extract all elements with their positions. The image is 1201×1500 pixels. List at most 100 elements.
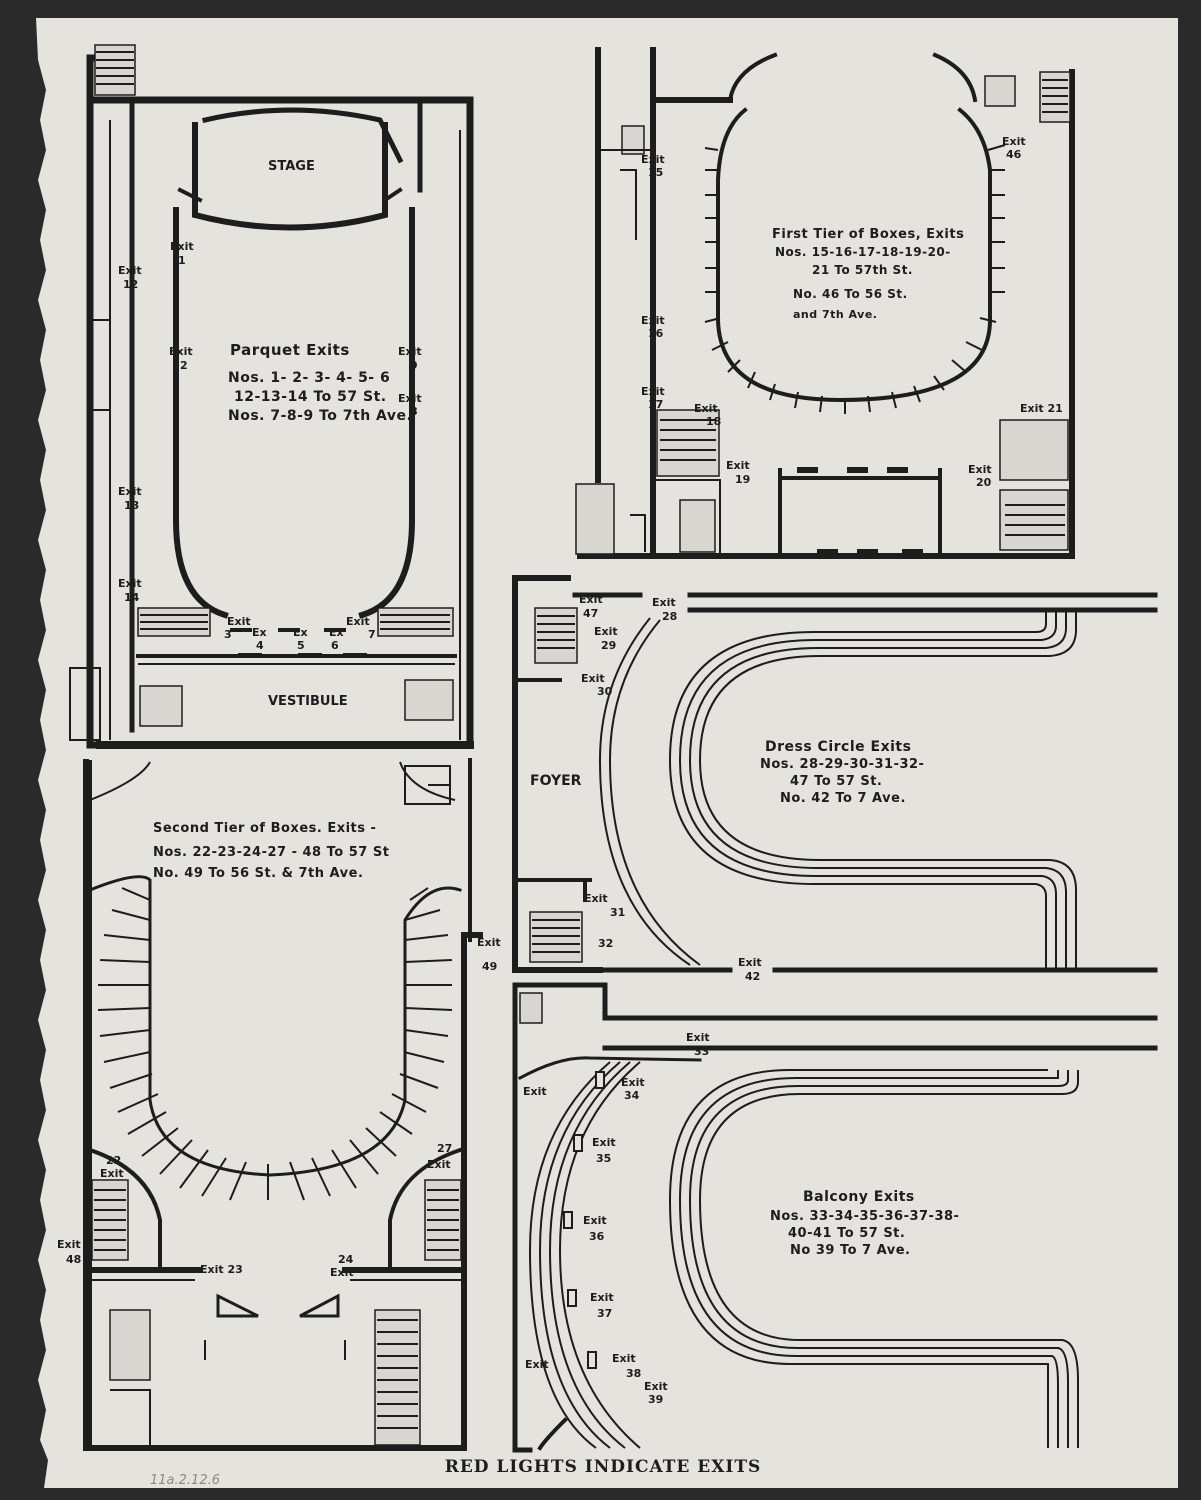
exit-lights-notice: RED LIGHTS INDICATE EXITS <box>445 1457 762 1477</box>
svg-text:Exit: Exit <box>346 615 370 628</box>
svg-text:Exit: Exit <box>398 345 422 358</box>
balcony-rows <box>528 1061 1079 1449</box>
stairs-top-left <box>94 44 136 96</box>
svg-text:24: 24 <box>338 1253 354 1266</box>
exit-6: Ex6 <box>329 626 344 652</box>
svg-text:29: 29 <box>601 639 616 652</box>
balcony-plan: Balcony Exits Nos. 33-34-35-36-37-38- 40… <box>512 982 1158 1453</box>
svg-text:Exit: Exit <box>594 625 618 638</box>
svg-text:42: 42 <box>745 970 760 983</box>
exit-left-upper: Exit <box>523 1085 547 1098</box>
parquet-plan: STAGE VESTIBULE Parquet Exits Nos. 1- 2-… <box>69 44 474 749</box>
stage-label: STAGE <box>268 159 315 174</box>
svg-text:47: 47 <box>583 607 598 620</box>
svg-text:Exit: Exit <box>644 1380 668 1393</box>
svg-text:Exit: Exit <box>579 593 603 606</box>
exit-4: Ex4 <box>252 626 267 652</box>
dress-circle-line1: Nos. 28-29-30-31-32- <box>760 757 924 772</box>
svg-text:9: 9 <box>410 359 418 372</box>
vestibule-label: VESTIBULE <box>268 694 348 709</box>
dress-circle-line3: No. 42 To 7 Ave. <box>780 791 906 806</box>
svg-text:Exit: Exit <box>523 1085 547 1098</box>
svg-text:Exit: Exit <box>592 1136 616 1149</box>
svg-text:Exit: Exit <box>170 240 194 253</box>
svg-text:Exit: Exit <box>968 463 992 476</box>
svg-text:20: 20 <box>976 476 992 489</box>
exit-21: Exit 21 <box>1020 402 1063 415</box>
svg-text:32: 32 <box>598 937 613 950</box>
first-tier-plan: First Tier of Boxes, Exits Nos. 15-16-17… <box>575 47 1075 559</box>
svg-text:6: 6 <box>331 639 339 652</box>
svg-text:Exit: Exit <box>118 264 142 277</box>
svg-text:Exit: Exit <box>427 1158 451 1171</box>
paper <box>36 18 1178 1488</box>
balcony-exit-doors <box>563 1071 605 1369</box>
dress-circle-plan: FOYER Dress Circle Exits Nos. 28-29-30-3… <box>512 575 1158 983</box>
svg-text:19: 19 <box>735 473 750 486</box>
second-tier-line1: Nos. 22-23-24-27 - 48 To 57 St <box>153 845 389 860</box>
svg-text:30: 30 <box>597 685 613 698</box>
svg-text:Exit: Exit <box>169 345 193 358</box>
balcony-line1: Nos. 33-34-35-36-37-38- <box>770 1209 959 1224</box>
svg-text:18: 18 <box>706 415 721 428</box>
second-tier-plan: Second Tier of Boxes. Exits - Nos. 22-23… <box>57 758 501 1451</box>
svg-text:3: 3 <box>224 628 232 641</box>
svg-text:Exit: Exit <box>621 1076 645 1089</box>
svg-text:Exit: Exit <box>398 392 422 405</box>
svg-text:Exit: Exit <box>590 1291 614 1304</box>
svg-text:Exit: Exit <box>686 1031 710 1044</box>
svg-text:4: 4 <box>256 639 264 652</box>
svg-text:Exit: Exit <box>57 1238 81 1251</box>
exit-32: 32 <box>598 937 613 950</box>
svg-text:7: 7 <box>368 628 376 641</box>
balcony-title: Balcony Exits <box>803 1189 915 1205</box>
parquet-line2: 12-13-14 To 57 St. <box>234 389 387 405</box>
parquet-line3: Nos. 7-8-9 To 7th Ave. <box>228 408 412 424</box>
svg-text:Ex: Ex <box>293 626 308 639</box>
balcony-line2: 40-41 To 57 St. <box>788 1226 905 1241</box>
svg-text:Exit: Exit <box>1002 135 1026 148</box>
dress-circle-rows <box>598 612 1077 968</box>
svg-text:Exit: Exit <box>652 596 676 609</box>
svg-text:Exit: Exit <box>641 153 665 166</box>
svg-text:Exit: Exit <box>583 1214 607 1227</box>
svg-text:46: 46 <box>1006 148 1022 161</box>
svg-text:Ex: Ex <box>252 626 267 639</box>
svg-text:17: 17 <box>648 398 663 411</box>
svg-text:37: 37 <box>597 1307 612 1320</box>
svg-text:13: 13 <box>124 499 139 512</box>
svg-text:8: 8 <box>410 405 418 418</box>
svg-text:15: 15 <box>648 166 663 179</box>
svg-text:Exit: Exit <box>738 956 762 969</box>
svg-text:39: 39 <box>648 1393 663 1406</box>
first-tier-box-partitions <box>704 144 1006 414</box>
svg-text:22: 22 <box>106 1154 121 1167</box>
dress-circle-line2: 47 To 57 St. <box>790 774 882 789</box>
svg-text:35: 35 <box>596 1152 611 1165</box>
svg-text:38: 38 <box>626 1367 641 1380</box>
exit-5: Ex5 <box>293 626 308 652</box>
foyer-label: FOYER <box>530 773 582 789</box>
svg-text:27: 27 <box>437 1142 452 1155</box>
second-tier-title: Second Tier of Boxes. Exits - <box>153 821 376 836</box>
svg-text:Exit: Exit <box>330 1266 354 1279</box>
